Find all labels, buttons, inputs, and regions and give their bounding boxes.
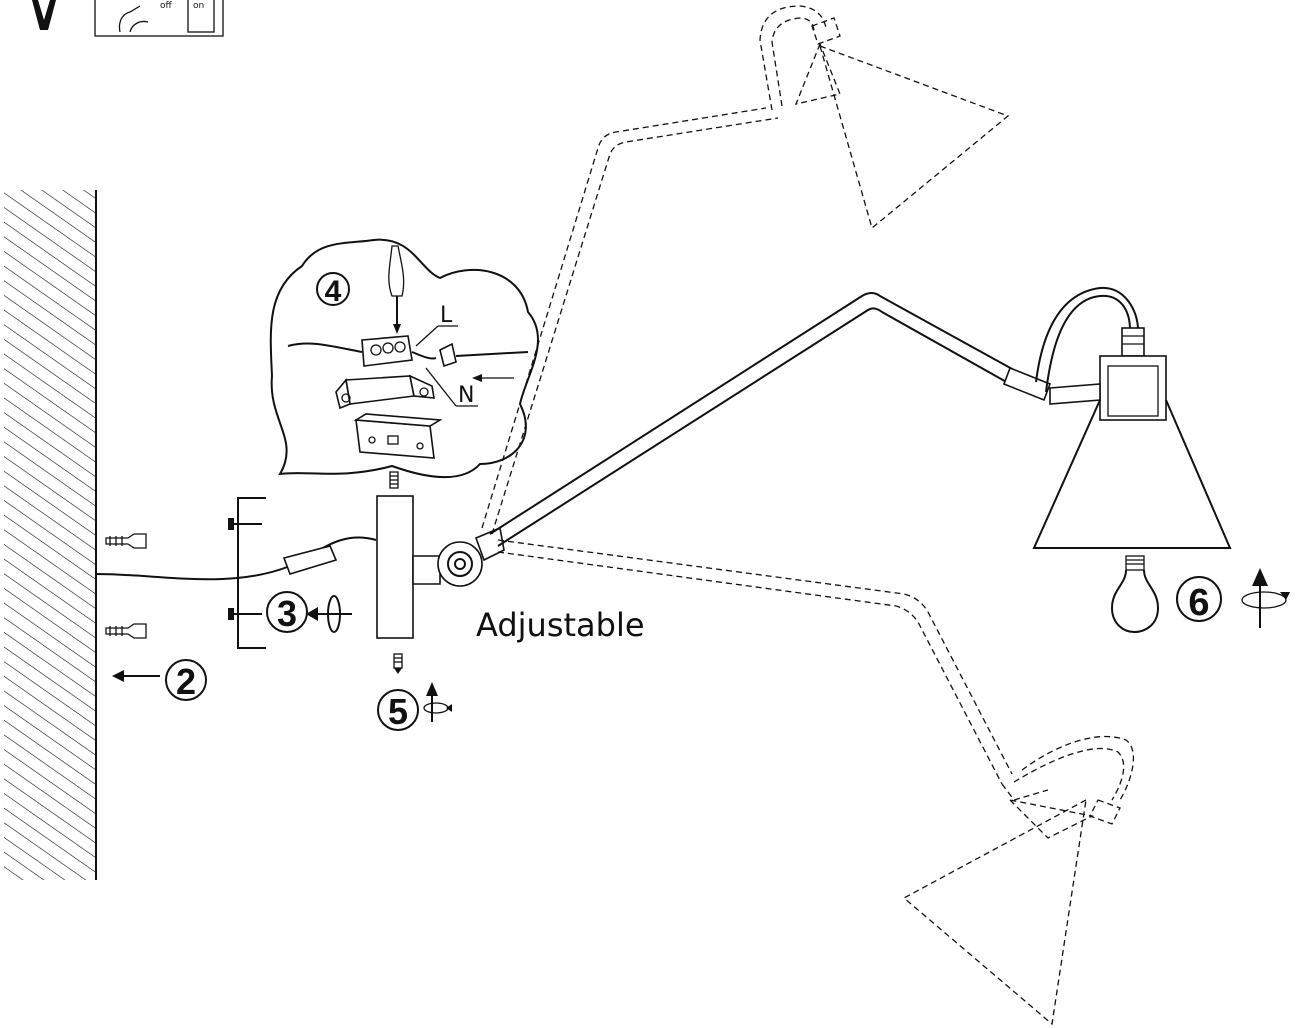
dashed-shade-lower xyxy=(902,798,1094,1026)
lamp-shade xyxy=(1032,327,1232,549)
screw-top-icon xyxy=(389,471,399,489)
step-5-marker: 5 xyxy=(377,682,452,732)
dashed-shade-upper xyxy=(794,42,1010,230)
hatched-wall-icon xyxy=(4,190,97,880)
mounting-bracket xyxy=(237,497,266,649)
screw-upper xyxy=(228,518,262,530)
cover-box-icon xyxy=(353,413,443,459)
wall-plug-upper xyxy=(105,533,147,549)
step-5-number: 5 xyxy=(388,691,408,732)
live-wire-label: L xyxy=(440,303,453,328)
svg-text:on: on xyxy=(193,1,204,11)
swivel-joint xyxy=(412,526,505,587)
lamp-arm xyxy=(489,286,1139,547)
wall-plug-lower xyxy=(105,623,147,639)
person-icon xyxy=(32,0,56,30)
step-6-number: 6 xyxy=(1188,582,1209,624)
screw-lower xyxy=(228,608,262,620)
rotate-arrow-icon xyxy=(306,595,352,633)
step-3-number: 3 xyxy=(277,593,297,634)
wiring-detail-callout: 4 L N xyxy=(269,238,539,479)
dashed-arm-lower xyxy=(497,539,1134,825)
screwdriver-icon xyxy=(388,245,405,334)
step-2-marker: 2 xyxy=(112,659,207,702)
step-3-marker: 3 xyxy=(266,591,308,634)
adjustable-label: Adjustable xyxy=(476,606,645,644)
screw-bottom-icon xyxy=(393,653,403,674)
hand-switch-icon: off on xyxy=(94,0,224,37)
step-6-marker: 6 xyxy=(1176,568,1290,628)
power-cable xyxy=(95,536,377,581)
step-2-number: 2 xyxy=(176,661,196,702)
step-4-number: 4 xyxy=(325,275,342,308)
wall-plate xyxy=(376,495,414,639)
svg-text:off: off xyxy=(160,1,173,11)
neutral-wire-label: N xyxy=(458,383,474,408)
light-bulb-icon xyxy=(1110,555,1160,634)
dashed-arm-upper xyxy=(481,5,841,535)
junction-box-icon xyxy=(282,545,338,575)
base-housing-icon xyxy=(335,374,435,410)
terminal-block-icon xyxy=(361,335,413,367)
